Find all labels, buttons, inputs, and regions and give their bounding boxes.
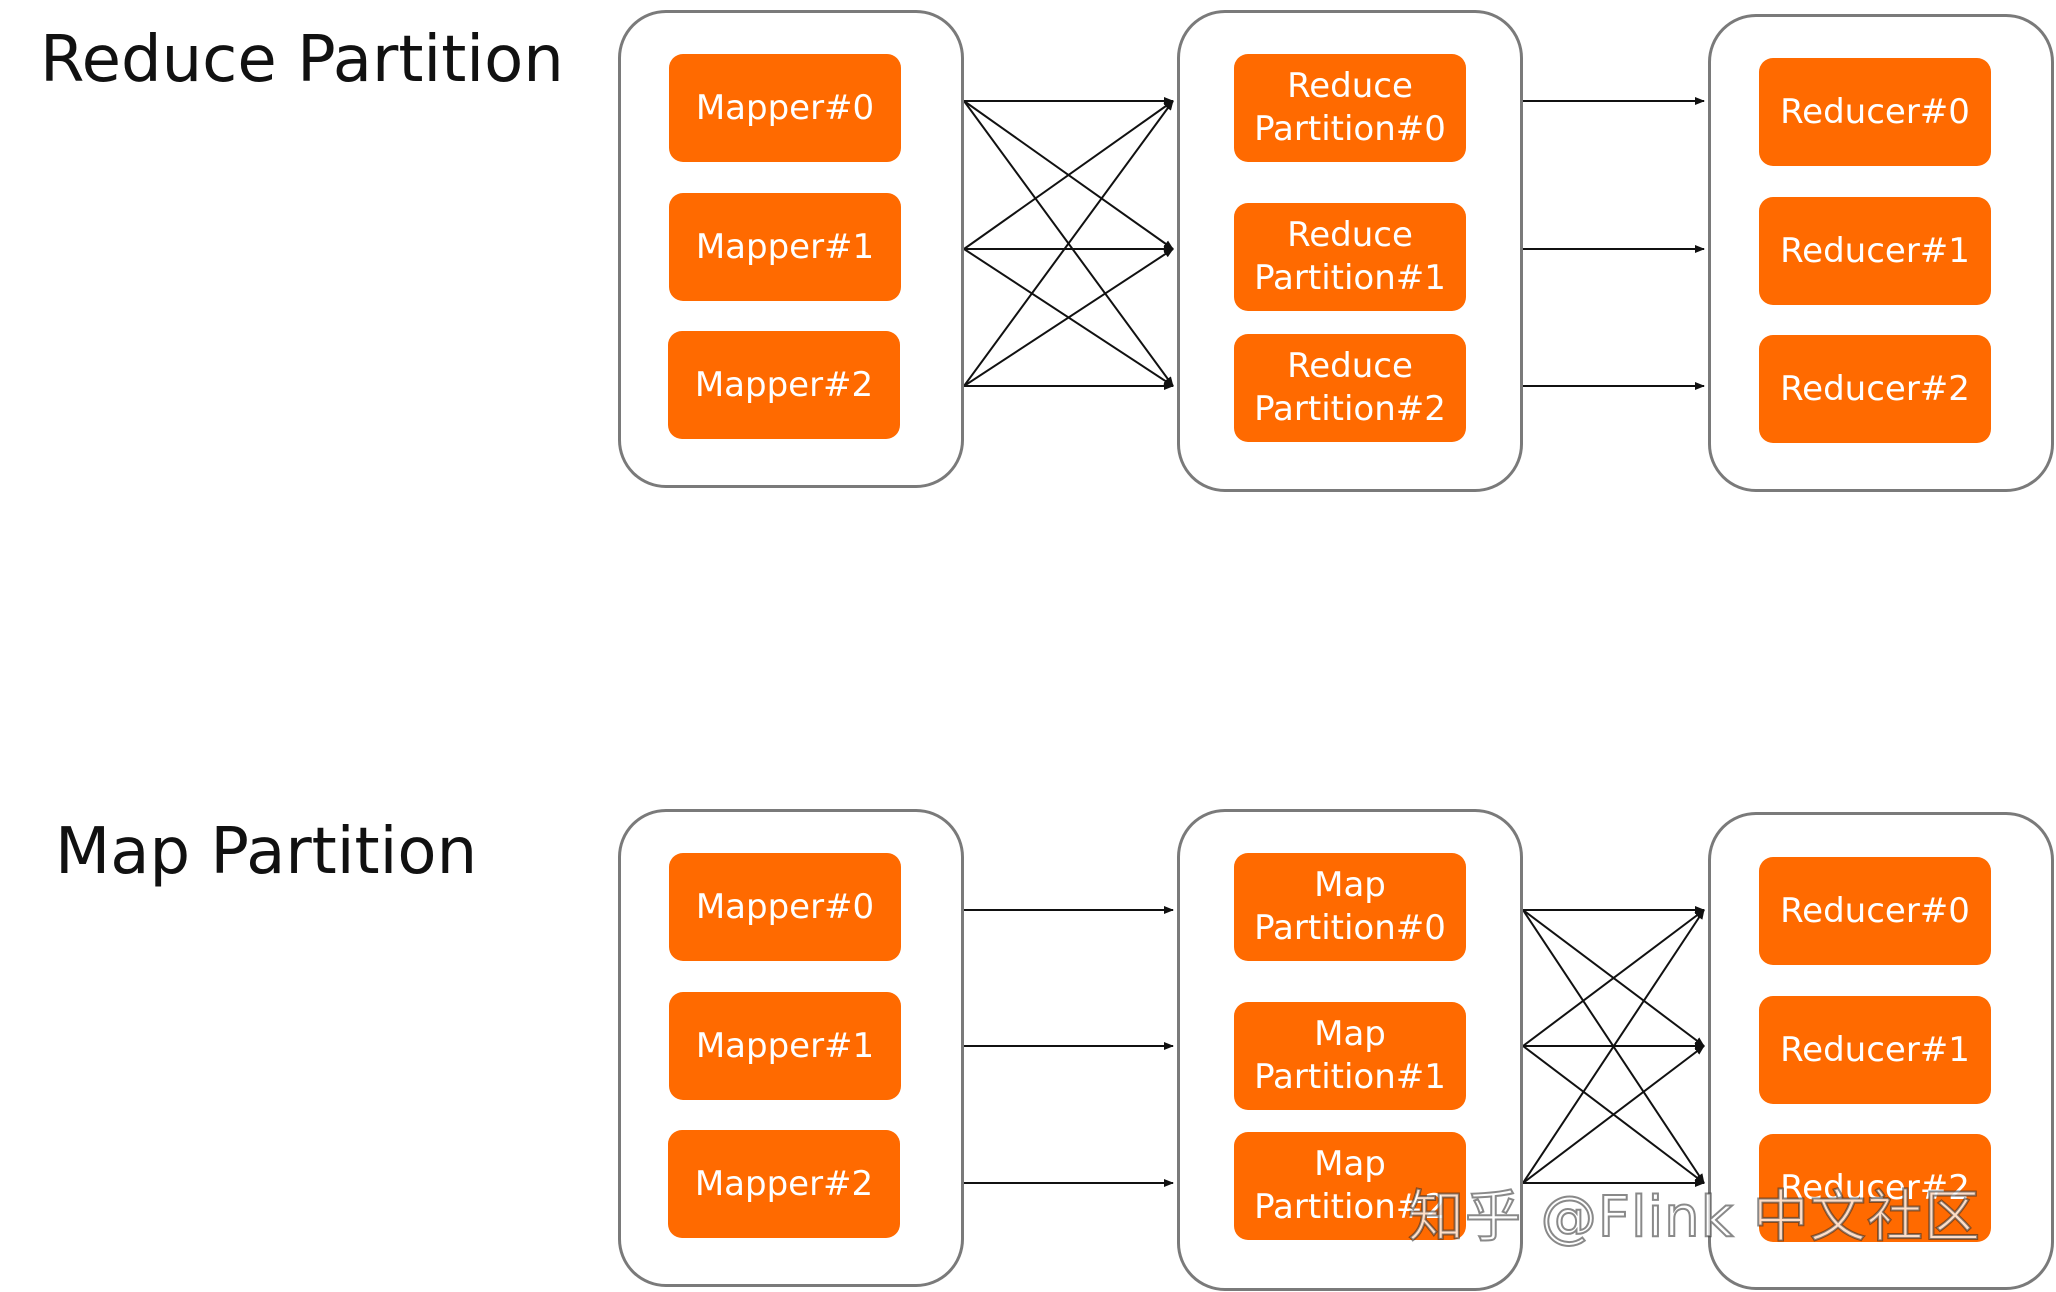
partition-id-label: Partition#1 <box>1254 258 1446 298</box>
partition-id-label: Partition#2 <box>1254 1187 1446 1227</box>
reduce-partition-node: Reduce Partition#2 <box>1234 334 1466 442</box>
partition-id-label: Partition#0 <box>1254 908 1446 948</box>
map-partition-node: Map Partition#2 <box>1234 1132 1466 1240</box>
partition-kind-label: Reduce <box>1287 215 1413 255</box>
partition-id-label: Partition#1 <box>1254 1057 1446 1097</box>
reducer-node: Reducer#1 <box>1759 996 1991 1104</box>
partition-kind-label: Map <box>1314 865 1386 905</box>
reducer-node: Reducer#0 <box>1759 58 1991 166</box>
partition-kind-label: Reduce <box>1287 66 1413 106</box>
partition-to-consumer-edge <box>1522 909 1705 1184</box>
reduce-partition-node: Reduce Partition#1 <box>1234 203 1466 311</box>
mapper-node: Mapper#2 <box>668 331 900 439</box>
producer-to-partition-edge <box>963 248 1174 387</box>
mapper-node: Mapper#1 <box>669 193 901 301</box>
section-title-reduce-partition: Reduce Partition <box>40 23 564 97</box>
reducer-node: Reducer#0 <box>1759 857 1991 965</box>
reducer-node: Reducer#1 <box>1759 197 1991 305</box>
mapper-node: Mapper#1 <box>669 992 901 1100</box>
partition-to-consumer-edge <box>1522 909 1705 1047</box>
partition-kind-label: Map <box>1314 1014 1386 1054</box>
mapper-node: Mapper#0 <box>669 54 901 162</box>
partition-to-consumer-edge <box>1522 1045 1705 1184</box>
map-partition-node: Map Partition#0 <box>1234 853 1466 961</box>
map-partition-node: Map Partition#1 <box>1234 1002 1466 1110</box>
producer-to-partition-edge <box>963 100 1174 250</box>
partition-kind-label: Map <box>1314 1144 1386 1184</box>
reduce-partition-node: Reduce Partition#0 <box>1234 54 1466 162</box>
mapper-node: Mapper#2 <box>668 1130 900 1238</box>
partition-id-label: Partition#0 <box>1254 109 1446 149</box>
partition-kind-label: Reduce <box>1287 346 1413 386</box>
reducer-node: Reducer#2 <box>1759 1134 1991 1242</box>
section-title-map-partition: Map Partition <box>55 815 478 889</box>
producer-to-partition-edge <box>963 100 1174 387</box>
reducer-node: Reducer#2 <box>1759 335 1991 443</box>
mapper-node: Mapper#0 <box>669 853 901 961</box>
watermark: 知乎 @Flink 中文社区 <box>1407 1184 1981 1251</box>
partition-id-label: Partition#2 <box>1254 389 1446 429</box>
